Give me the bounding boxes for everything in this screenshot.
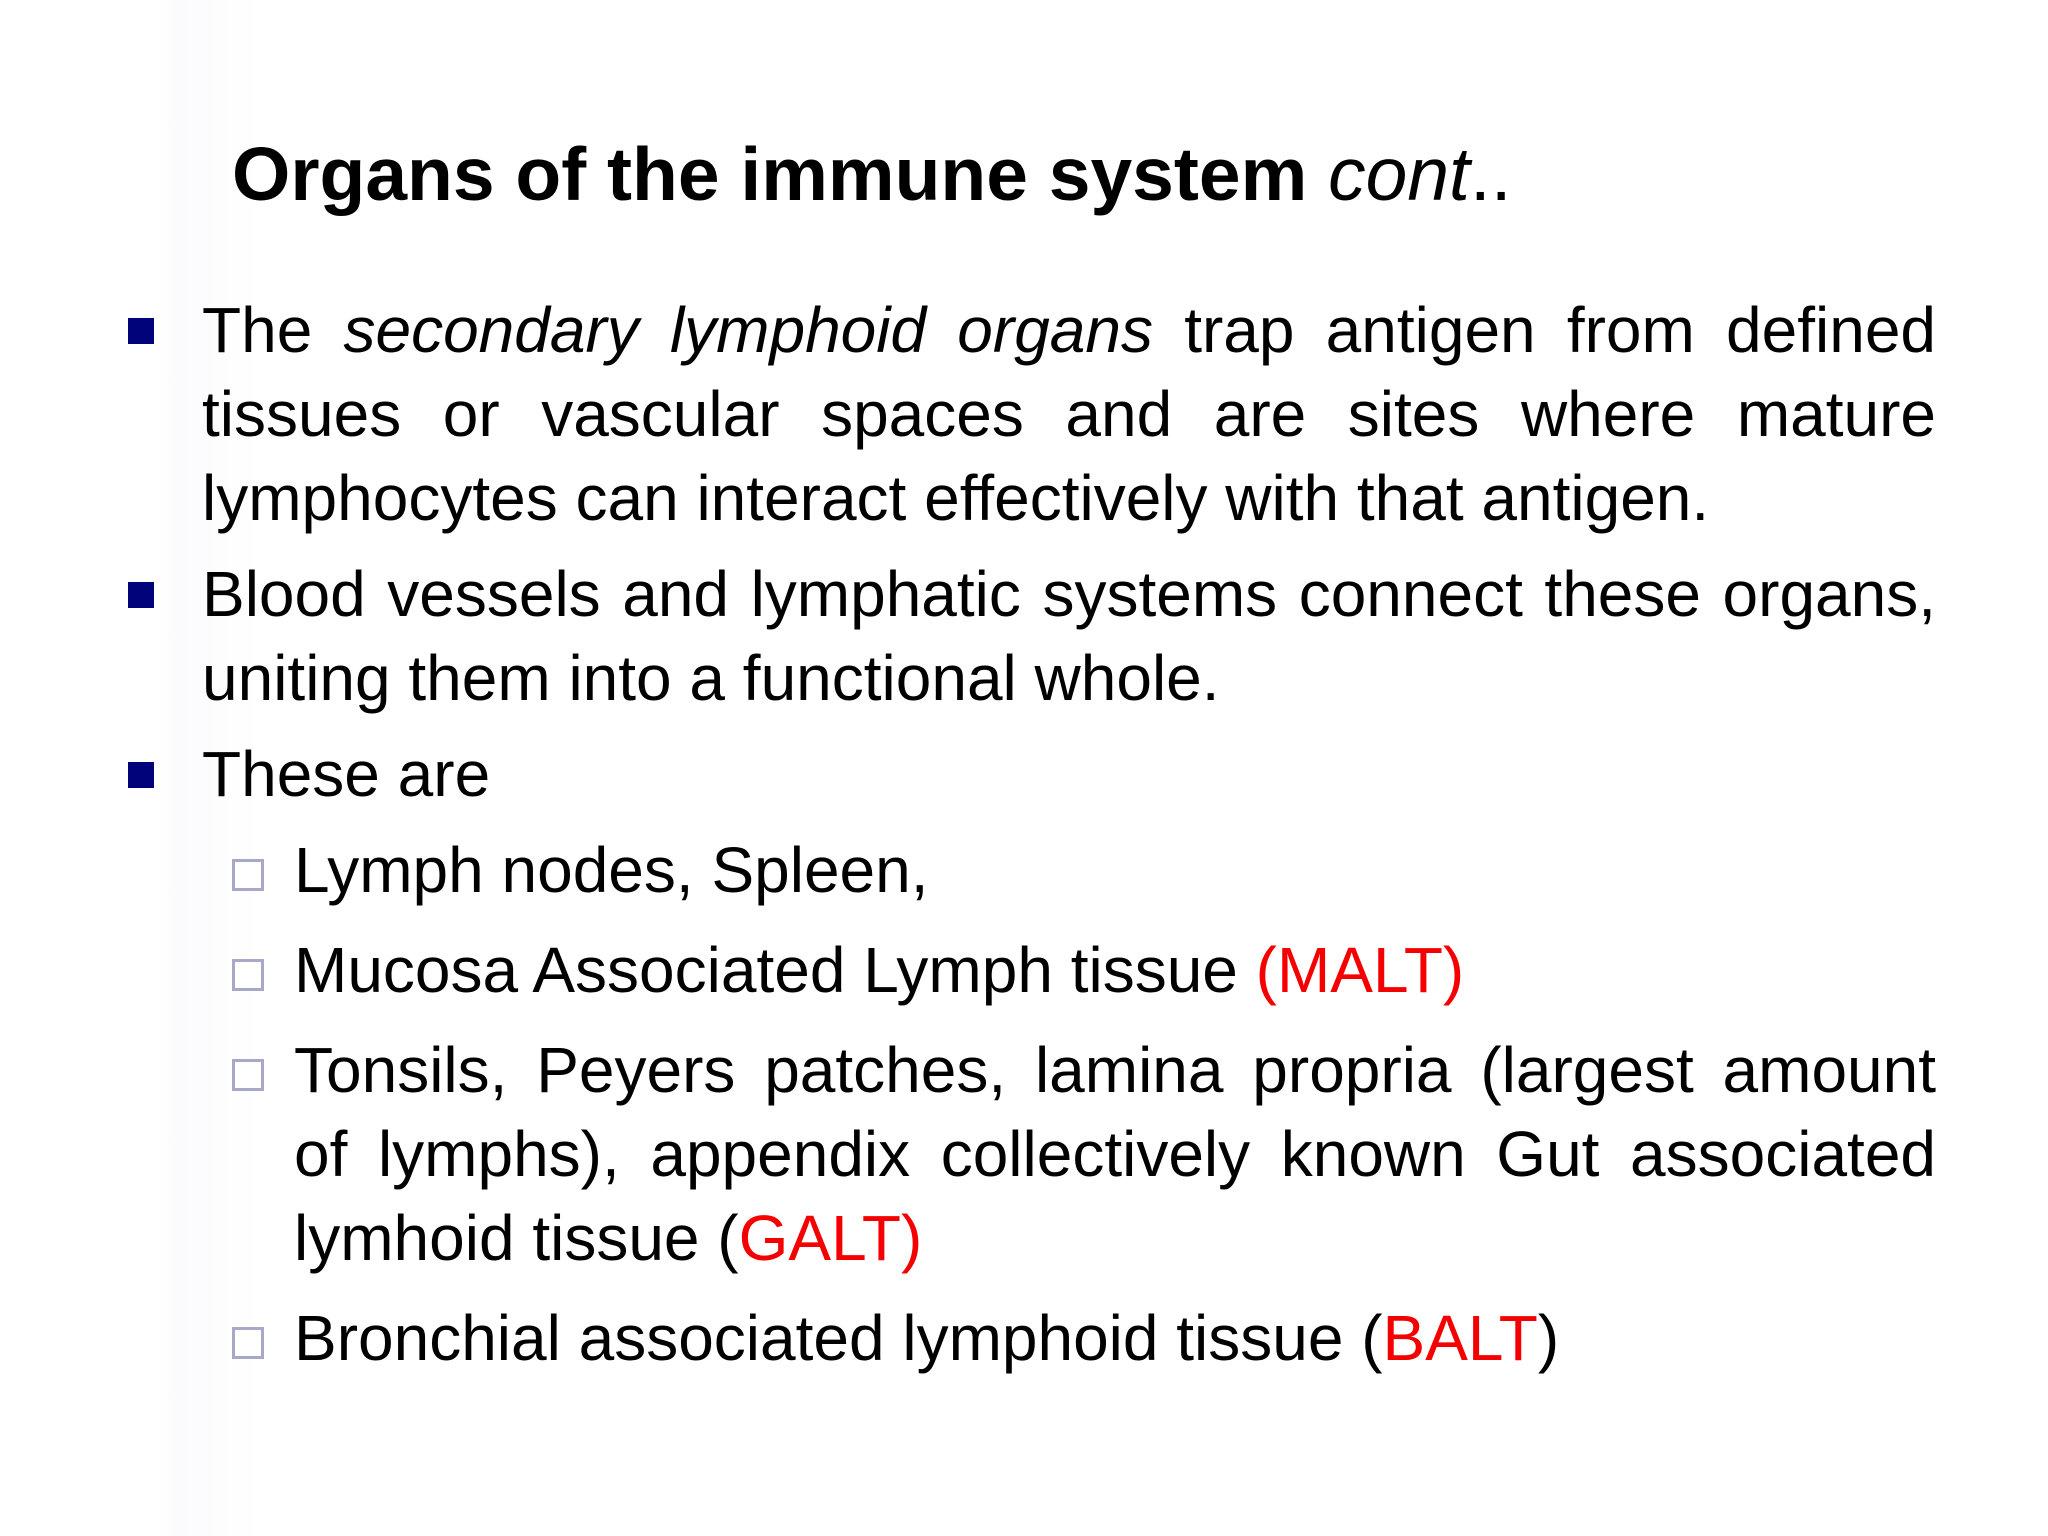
square-bullet-icon — [128, 582, 154, 608]
hollow-square-bullet-icon — [232, 859, 264, 891]
sub-item-text: Mucosa Associated Lymph tissue — [294, 934, 1256, 1006]
bullet-text-italic: secondary lymphoid organs — [343, 294, 1153, 366]
sub-item-after: ) — [1537, 1302, 1560, 1374]
hollow-square-bullet-icon — [232, 1059, 264, 1091]
sub-list: Lymph nodes, Spleen, Mucosa Associated L… — [232, 828, 1936, 1380]
bullet-item: Blood vessels and lymphatic systems conn… — [124, 552, 1936, 720]
title-main: Organs of the immune system — [232, 132, 1308, 216]
sub-item: Lymph nodes, Spleen, — [232, 828, 1936, 912]
bullet-text: These are — [202, 738, 491, 810]
square-bullet-icon — [128, 762, 154, 788]
square-bullet-icon — [128, 318, 154, 344]
sub-item-text: Tonsils, Peyers patches, lamina propria … — [294, 1034, 1936, 1274]
title-suffix: .. — [1469, 132, 1512, 216]
bullet-text-post: trap antigen from defined tissues or vas… — [202, 294, 1937, 534]
bullet-text-pre: The — [202, 294, 313, 366]
sub-item-text: Bronchial associated lymphoid tissue ( — [294, 1302, 1383, 1374]
sub-item-highlight: (MALT) — [1255, 934, 1465, 1006]
hollow-square-bullet-icon — [232, 1327, 264, 1359]
slide-content: The secondary lymphoid organs trap antig… — [124, 288, 1936, 1396]
sub-item: Tonsils, Peyers patches, lamina propria … — [232, 1028, 1936, 1280]
sub-item-text: Lymph nodes, Spleen, — [294, 834, 929, 906]
bullet-item: The secondary lymphoid organs trap antig… — [124, 288, 1936, 540]
bullet-text: Blood vessels and lymphatic systems conn… — [202, 558, 1936, 714]
sub-item-highlight: GALT) — [738, 1202, 923, 1274]
sub-item-highlight: BALT — [1382, 1302, 1538, 1374]
sub-item: Bronchial associated lymphoid tissue (BA… — [232, 1296, 1936, 1380]
hollow-square-bullet-icon — [232, 959, 264, 991]
title-tail: cont.. — [1328, 132, 1511, 216]
bullet-item: These are — [124, 732, 1936, 816]
slide-title: Organs of the immune system cont.. — [232, 124, 1512, 224]
title-italic: cont — [1328, 132, 1470, 216]
sub-item: Mucosa Associated Lymph tissue (MALT) — [232, 928, 1936, 1012]
